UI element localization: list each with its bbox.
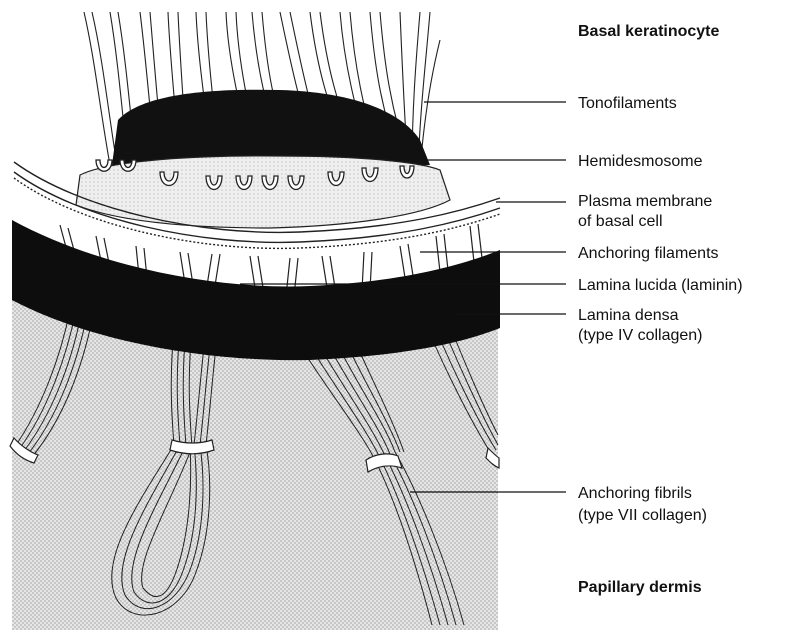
label-lamina-lucida: Lamina lucida (laminin) — [578, 277, 743, 294]
label-lamina-densa-line2: (type IV collagen) — [578, 327, 703, 344]
label-plasma-membrane-line2: of basal cell — [578, 213, 663, 230]
label-plasma-membrane-line1: Plasma membrane — [578, 193, 712, 210]
label-anchoring-fibrils-line2: (type VII collagen) — [578, 507, 707, 524]
label-lamina-densa-line1: Lamina densa — [578, 307, 679, 324]
label-tonofilaments: Tonofilaments — [578, 95, 677, 112]
label-anchoring-filaments: Anchoring filaments — [578, 245, 719, 262]
label-anchoring-fibrils-line1: Anchoring fibrils — [578, 485, 692, 502]
label-hemidesmosome: Hemidesmosome — [578, 153, 703, 170]
heading-basal-keratinocyte: Basal keratinocyte — [578, 23, 720, 40]
heading-papillary-dermis: Papillary dermis — [578, 579, 702, 596]
